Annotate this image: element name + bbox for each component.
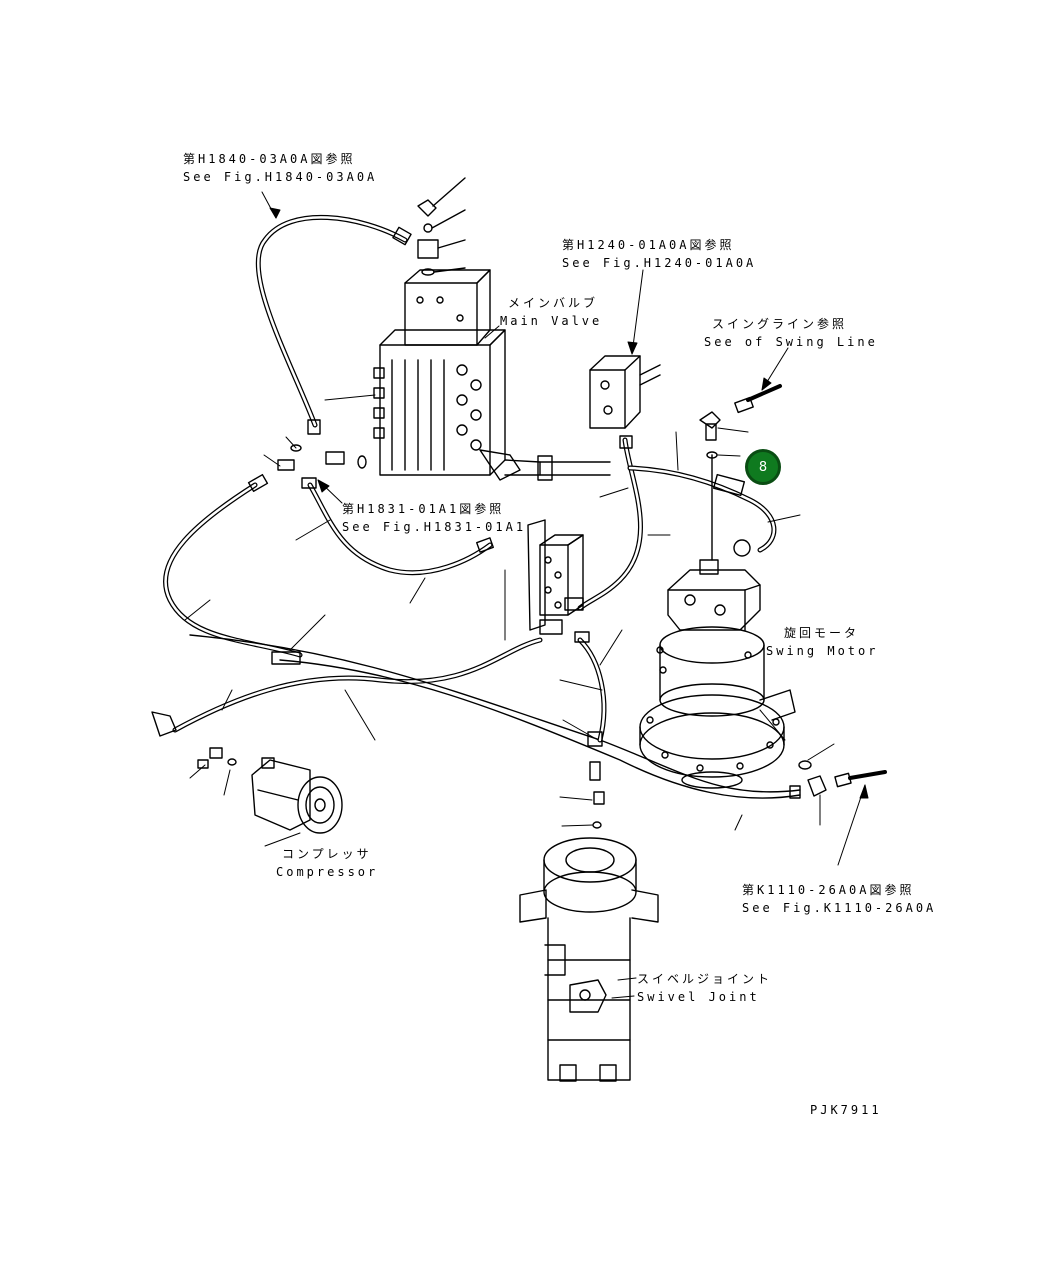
label-k1110-jp: 第K1110-26A0A図参照 [742, 883, 915, 897]
label-h1831-jp: 第H1831-01A1図参照 [342, 502, 505, 516]
leader-lines [184, 191, 869, 999]
label-h1840: 第H1840-03A0A図参照 See Fig.H1840-03A0A [183, 150, 377, 186]
label-swing-motor: 旋回モータ Swing Motor [766, 624, 878, 660]
compressor-drawing [251, 757, 343, 834]
fittings [151, 226, 887, 829]
callout-part-8-number: 8 [758, 459, 768, 475]
label-main-valve-jp: メインバルブ [508, 296, 599, 310]
label-compressor-en: Compressor [276, 865, 379, 879]
label-swivel-joint-jp: スイベルジョイント [637, 972, 773, 986]
hoses [163, 214, 801, 799]
label-swivel-joint-en: Swivel Joint [637, 990, 760, 1004]
drawing-code-text: PJK7911 [810, 1103, 882, 1117]
label-swivel-joint: スイベルジョイント Swivel Joint [637, 970, 772, 1006]
label-swing-motor-en: Swing Motor [766, 644, 879, 658]
label-main-valve-en: Main Valve [500, 314, 603, 328]
drawing-code: PJK7911 [810, 1101, 882, 1119]
main-valve-drawing [373, 177, 541, 481]
label-main-valve: メインバルブ Main Valve [500, 294, 602, 330]
label-h1240-en: See Fig.H1240-01A0A [562, 256, 757, 270]
label-h1840-en: See Fig.H1840-03A0A [183, 170, 378, 184]
label-compressor-jp: コンプレッサ [282, 847, 372, 861]
label-h1831: 第H1831-01A1図参照 See Fig.H1831-01A1 [342, 500, 526, 536]
label-h1240: 第H1240-01A0A図参照 See Fig.H1240-01A0A [562, 236, 756, 272]
label-compressor: コンプレッサ Compressor [276, 845, 378, 881]
label-swing-line-jp: スイングライン参照 [712, 317, 848, 331]
swing-motor-drawing [639, 454, 796, 789]
label-swing-line: スイングライン参照 See of Swing Line [704, 315, 878, 351]
label-h1240-jp: 第H1240-01A0A図参照 [562, 238, 735, 252]
label-h1831-en: See Fig.H1831-01A1 [342, 520, 527, 534]
junction-block-drawing [527, 519, 584, 635]
callout-part-8[interactable]: 8 [745, 449, 781, 485]
label-swing-line-en: See of Swing Line [704, 335, 878, 349]
label-swing-motor-jp: 旋回モータ [784, 626, 860, 640]
pilot-block-drawing [589, 355, 661, 429]
label-k1110: 第K1110-26A0A図参照 See Fig.K1110-26A0A [742, 881, 936, 917]
label-h1840-jp: 第H1840-03A0A図参照 [183, 152, 356, 166]
swivel-joint-drawing [519, 837, 659, 1082]
label-k1110-en: See Fig.K1110-26A0A [742, 901, 937, 915]
